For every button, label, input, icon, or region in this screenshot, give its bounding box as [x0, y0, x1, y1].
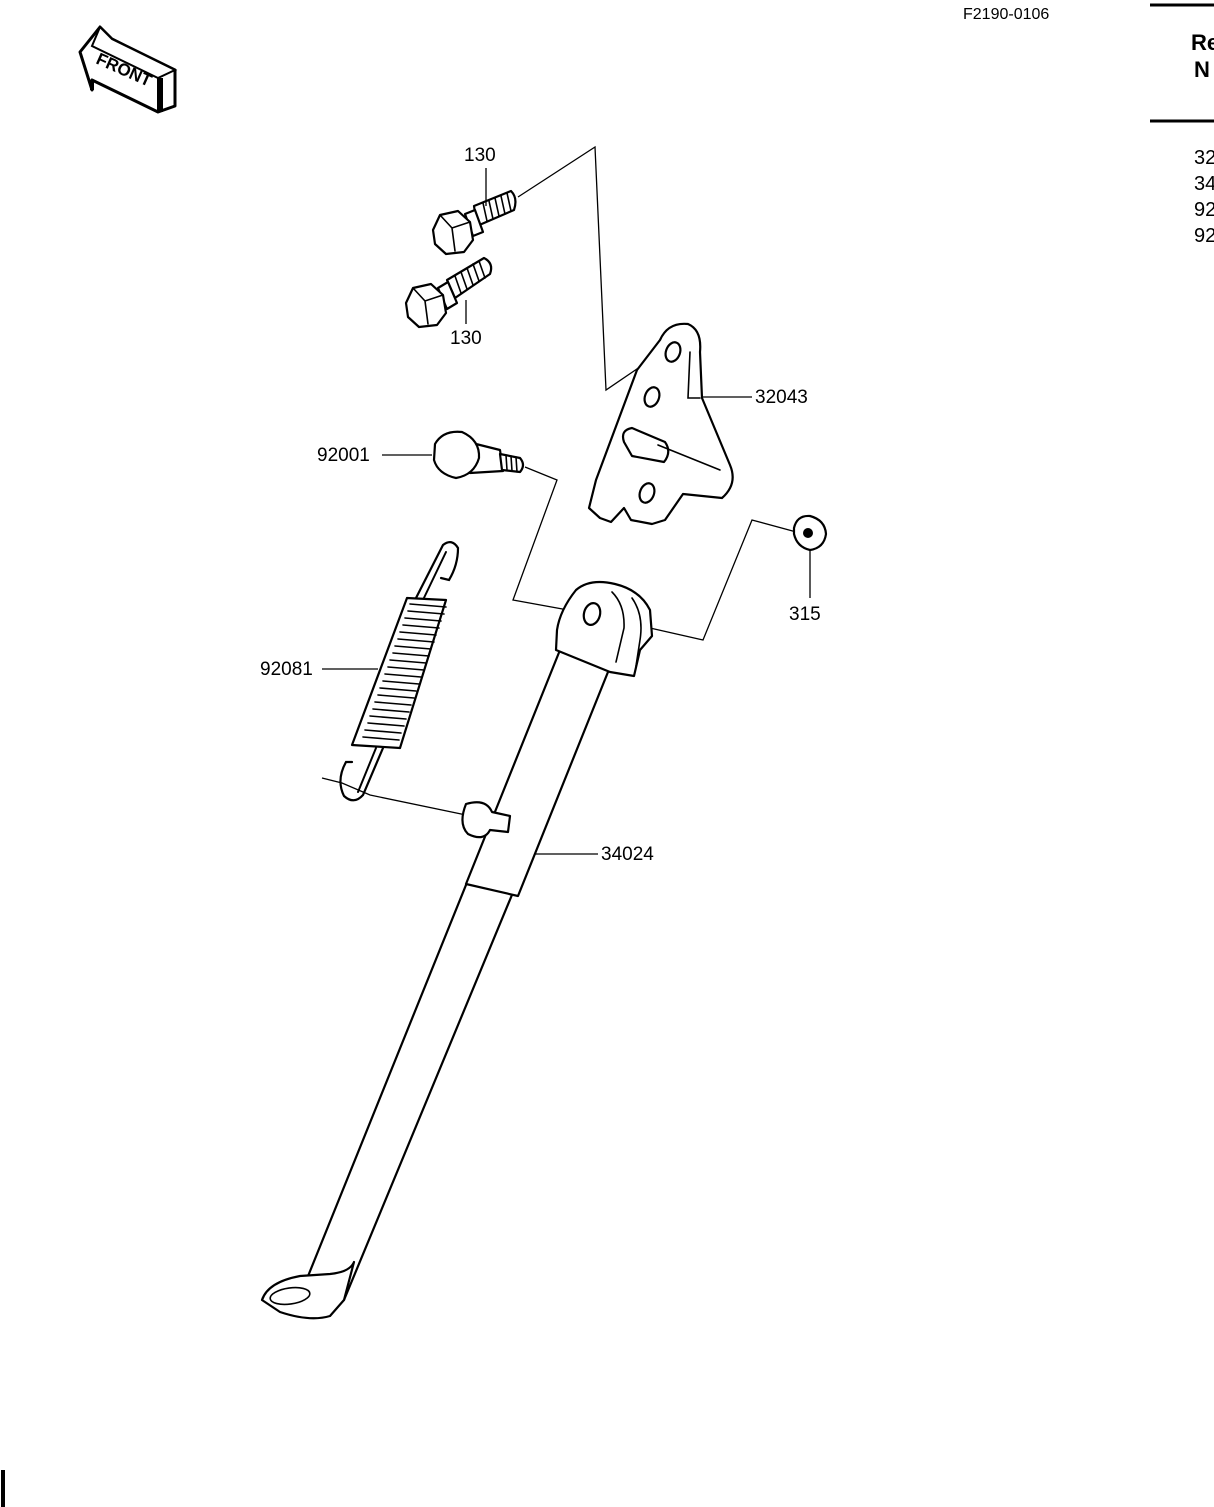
callout-nut: 315	[789, 604, 821, 625]
nut-315	[792, 514, 828, 552]
front-arrow-icon: FRONT	[78, 25, 178, 114]
table-ref-2: 34	[1194, 173, 1214, 195]
bolt-130-lower	[404, 256, 493, 329]
callout-bracket: 32043	[755, 387, 808, 408]
assembly-guide-lines	[321, 145, 801, 816]
parts-table-fragment: Re N 32 34 92 92	[1150, 3, 1214, 247]
table-ref-1: 32	[1194, 147, 1214, 169]
table-ref-4: 92	[1194, 225, 1214, 247]
side-stand-34024	[260, 580, 654, 1320]
table-header-line-1: Re	[1191, 30, 1214, 55]
callout-bolt-lower: 130	[450, 328, 482, 349]
callout-bolt-upper: 130	[464, 145, 496, 166]
bolt-130-upper	[431, 189, 517, 256]
reference-code: F2190-0106	[963, 6, 1049, 23]
pivot-bolt-92001	[432, 430, 525, 480]
callout-pivot-bolt: 92001	[317, 445, 370, 466]
callout-spring: 92081	[260, 659, 313, 680]
table-header-line-2: N	[1194, 57, 1210, 82]
table-ref-3: 92	[1194, 199, 1214, 221]
spring-92081	[339, 541, 460, 802]
callout-stand: 34024	[601, 844, 654, 865]
bracket-32043	[587, 322, 734, 526]
